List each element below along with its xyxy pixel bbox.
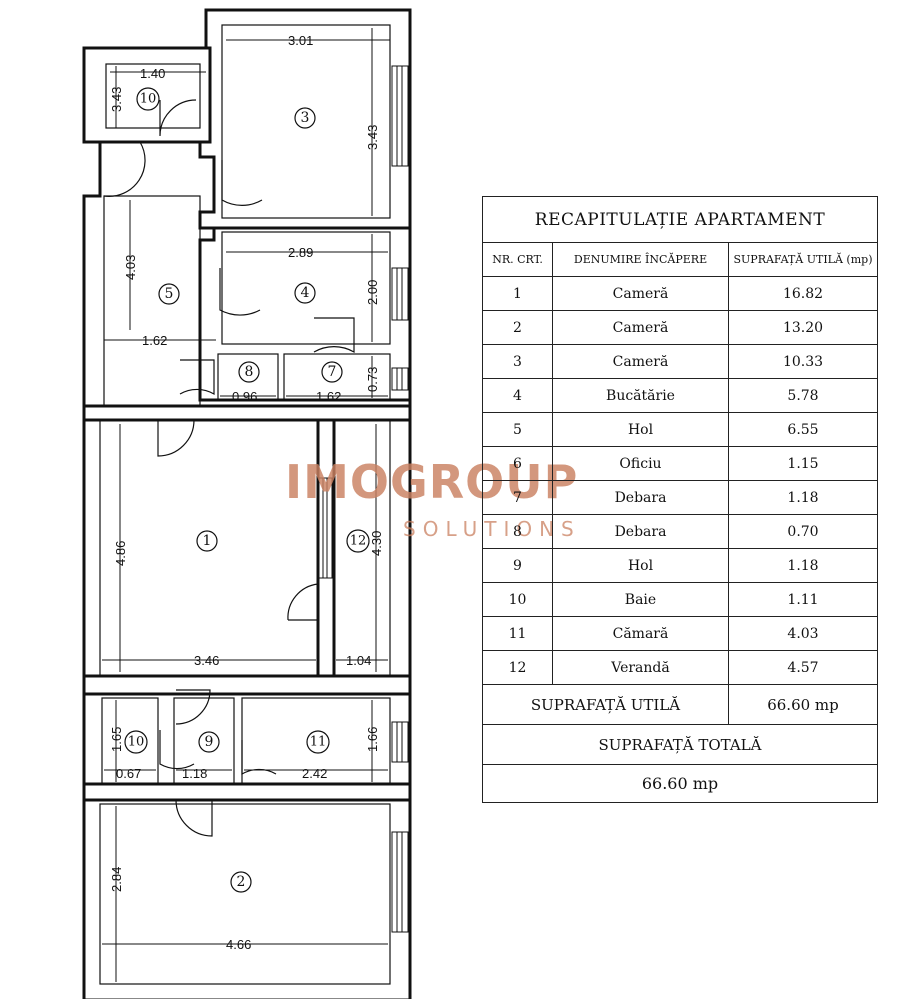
cell-nr: 9 — [482, 548, 553, 583]
room-7-number: 7 — [328, 364, 337, 380]
total-area-label: SUPRAFAȚĂ TOTALĂ — [482, 724, 878, 765]
cell-area: 0.70 — [728, 514, 878, 549]
dim-1-65: 1.65 — [109, 727, 124, 752]
cell-area: 5.78 — [728, 378, 878, 413]
cell-name: Hol — [552, 548, 729, 583]
cell-nr: 5 — [482, 412, 553, 447]
dim-3-43-room10: 3.43 — [109, 87, 124, 112]
cell-nr: 1 — [482, 276, 553, 311]
dim-1-62-room7: 1.62 — [316, 389, 341, 404]
table-title: RECAPITULAȚIE APARTAMENT — [482, 196, 878, 243]
col-header-name: DENUMIRE ÎNCĂPERE — [552, 242, 729, 277]
windows — [317, 65, 409, 933]
cell-nr: 4 — [482, 378, 553, 413]
room-11-number: 11 — [310, 735, 327, 750]
room-markers: 1 2 3 4 5 7 8 9 10 10 11 12 — [124, 87, 370, 893]
cell-nr: 3 — [482, 344, 553, 379]
room-4-number: 4 — [301, 285, 310, 301]
cell-area: 4.03 — [728, 616, 878, 651]
cell-name: Hol — [552, 412, 729, 447]
walls — [82, 8, 412, 999]
cell-name: Verandă — [552, 650, 729, 685]
cell-area: 1.18 — [728, 548, 878, 583]
cell-name: Bucătărie — [552, 378, 729, 413]
dim-4-30: 4.30 — [369, 531, 384, 556]
cell-name: Baie — [552, 582, 729, 617]
dim-2-84: 2.84 — [109, 867, 124, 892]
cell-area: 4.57 — [728, 650, 878, 685]
dim-2-89: 2.89 — [288, 245, 313, 260]
dim-3-43-room3: 3.43 — [365, 125, 380, 150]
cell-name: Cameră — [552, 276, 729, 311]
cell-name: Cameră — [552, 344, 729, 379]
room-2-number: 2 — [237, 874, 246, 890]
cell-name: Debara — [552, 480, 729, 515]
dim-2-42: 2.42 — [302, 766, 327, 781]
dim-1-04: 1.04 — [346, 653, 371, 668]
room-8-number: 8 — [245, 364, 254, 380]
cell-nr: 6 — [482, 446, 553, 481]
dimension-labels: 3.01 3.43 1.40 3.43 4.03 2.89 2.00 1.62 … — [109, 33, 384, 952]
dim-4-86: 4.86 — [113, 541, 128, 566]
dim-4-03: 4.03 — [123, 255, 138, 280]
cell-area: 10.33 — [728, 344, 878, 379]
cell-nr: 12 — [482, 650, 553, 685]
col-header-nr: NR. CRT. — [482, 242, 553, 277]
dim-4-66: 4.66 — [226, 937, 251, 952]
cell-area: 1.11 — [728, 582, 878, 617]
cell-nr: 11 — [482, 616, 553, 651]
room-12-number: 12 — [350, 534, 367, 549]
dim-1-62-hall: 1.62 — [142, 333, 167, 348]
dim-3-46: 3.46 — [194, 653, 219, 668]
recap-table: RECAPITULAȚIE APARTAMENT NR. CRT. DENUMI… — [482, 196, 878, 803]
room-5-number: 5 — [165, 286, 174, 302]
cell-name: Cămară — [552, 616, 729, 651]
cell-area: 16.82 — [728, 276, 878, 311]
room-1-number: 1 — [203, 533, 212, 549]
cell-nr: 2 — [482, 310, 553, 345]
total-area-value: 66.60 mp — [482, 764, 878, 803]
cell-name: Debara — [552, 514, 729, 549]
cell-nr: 7 — [482, 480, 553, 515]
dim-0-73: 0.73 — [365, 367, 380, 392]
dim-1-18: 1.18 — [182, 766, 207, 781]
dim-0-96: 0.96 — [232, 389, 257, 404]
cell-name: Oficiu — [552, 446, 729, 481]
cell-nr: 8 — [482, 514, 553, 549]
dim-3-01: 3.01 — [288, 33, 313, 48]
useful-area-value: 66.60 mp — [728, 684, 878, 725]
room-9-number: 9 — [205, 734, 214, 750]
dimension-lines — [102, 28, 390, 982]
dim-0-67: 0.67 — [116, 766, 141, 781]
cell-area: 1.18 — [728, 480, 878, 515]
cell-area: 13.20 — [728, 310, 878, 345]
cell-nr: 10 — [482, 582, 553, 617]
cell-area: 6.55 — [728, 412, 878, 447]
useful-area-label: SUPRAFAȚĂ UTILĂ — [482, 684, 729, 725]
col-header-area: SUPRAFAȚĂ UTILĂ (mp) — [728, 242, 878, 277]
dim-2-00: 2.00 — [365, 280, 380, 305]
cell-name: Cameră — [552, 310, 729, 345]
room-3-number: 3 — [301, 110, 310, 126]
room-10-top-number: 10 — [140, 92, 157, 107]
dim-1-40: 1.40 — [140, 66, 165, 81]
room-10-bottom-number: 10 — [128, 735, 145, 750]
cell-area: 1.15 — [728, 446, 878, 481]
dim-1-66: 1.66 — [365, 727, 380, 752]
